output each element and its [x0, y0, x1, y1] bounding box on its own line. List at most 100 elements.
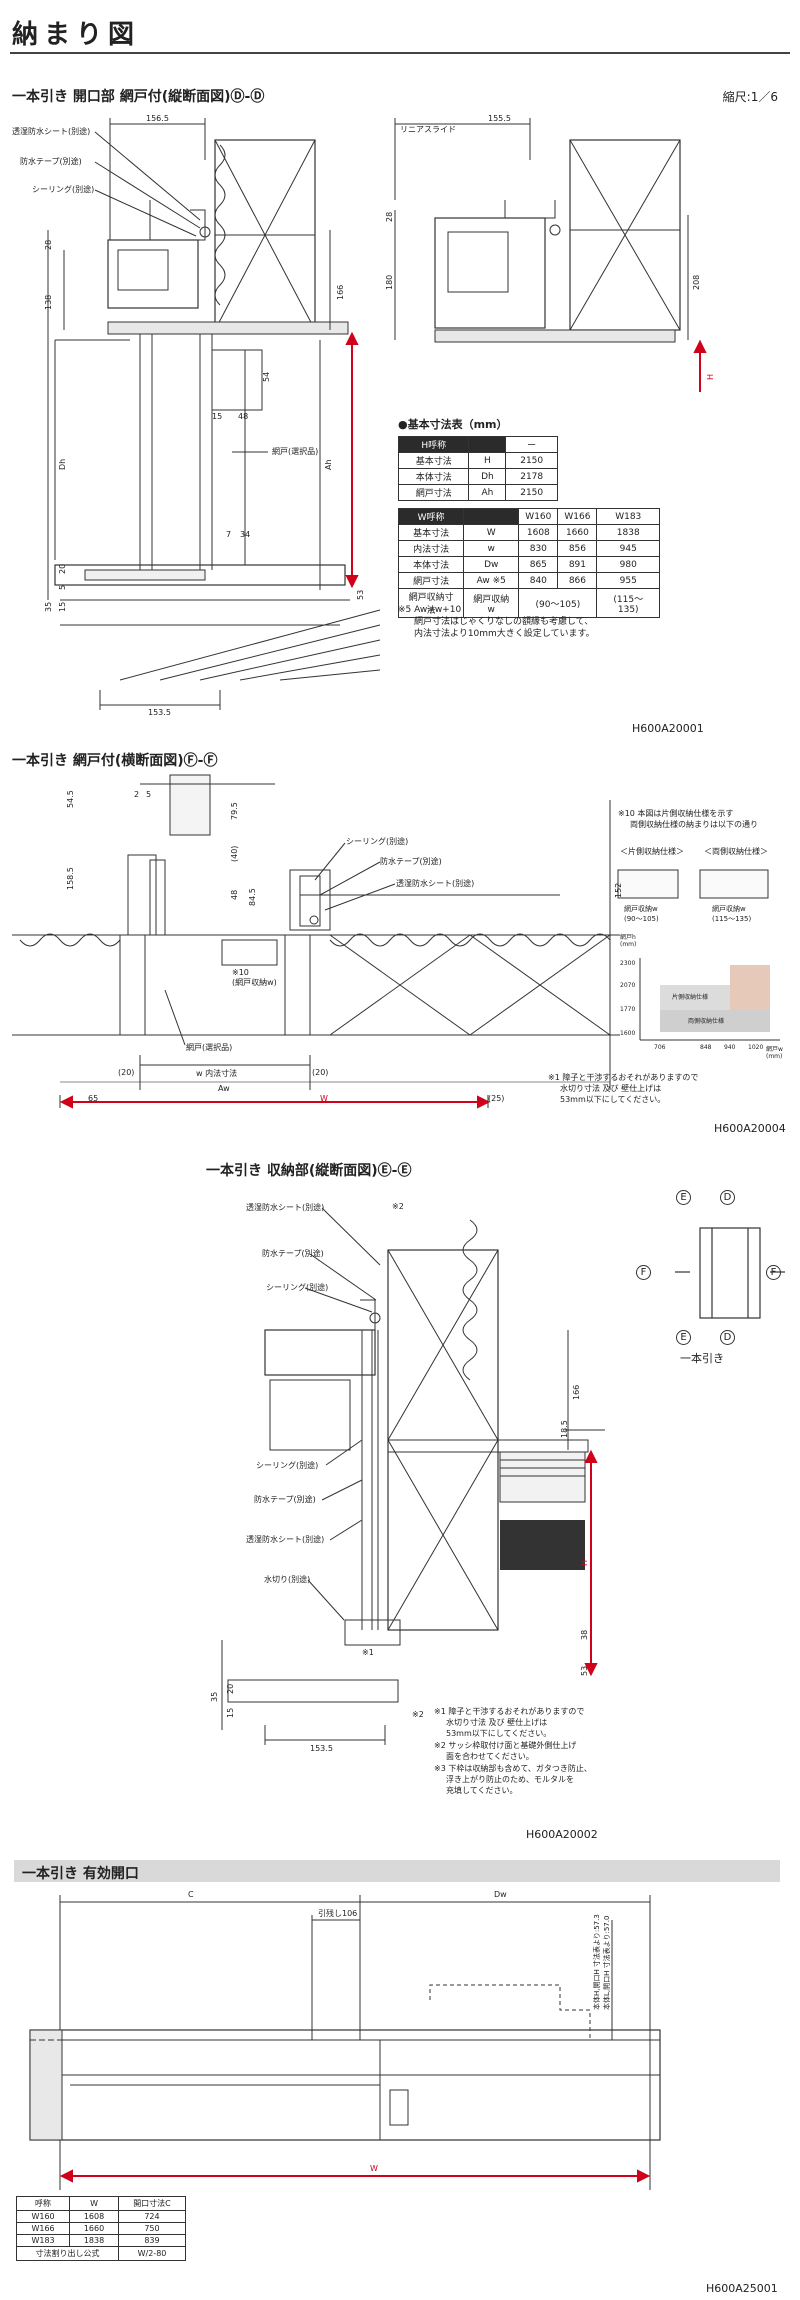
graph-region-both: 両側収納仕様 — [688, 1018, 725, 1025]
dark-fill-block — [500, 1520, 585, 1570]
s3-note: ※2 サッシ枠取付け面と基礎外側仕上げ — [434, 1741, 577, 1750]
label-sealing: シーリング(別途) — [32, 185, 95, 194]
drawing-code-2: H600A20004 — [714, 1122, 786, 1135]
section4-title: 一本引き 有効開口 — [22, 1866, 139, 1882]
s2-dim-w: W — [320, 1094, 328, 1103]
s2-one-side-dim: 網戸収納w (90〜105) — [624, 905, 659, 923]
s3-mark-1: ※1 — [362, 1648, 374, 1657]
s2-dim-65: 65 — [88, 1094, 99, 1103]
w-table-header: W呼称 — [397, 508, 465, 525]
s2-dim-25: (25) — [488, 1094, 505, 1103]
drawing-code-4: H600A25001 — [706, 2282, 778, 2295]
s3-mark-2b: ※2 — [412, 1710, 424, 1719]
s2-label-waterproof-tape: 防水テープ(別途) — [380, 857, 442, 866]
s2-label-screen: 網戸(選択品) — [186, 1043, 233, 1052]
section2-drawing — [12, 774, 780, 1109]
s4-dim-c: C — [188, 1890, 194, 1899]
s2-note-bottom-3: 53mm以下にしてください。 — [560, 1095, 666, 1104]
s2-one-side-label: ＜片側収納仕様＞ — [620, 847, 684, 856]
s3-note: 充填してください。 — [446, 1786, 518, 1795]
section3-title: 一本引き 収納部(縦断面図)Ⓔ-Ⓔ — [206, 1163, 412, 1179]
page-title: 納まり図 — [12, 20, 141, 50]
graph-xtick: 1020 — [748, 1044, 764, 1051]
scale-label: 縮尺:1／6 — [722, 90, 778, 104]
s2-note-right-2: 両側収納仕様の納まりは以下の通り — [630, 820, 758, 829]
s3-dim-153-5: 153.5 — [310, 1744, 333, 1753]
section2-title: 一本引き 網戸付(横断面図)Ⓕ-Ⓕ — [12, 753, 218, 769]
dim-34: 34 — [240, 530, 251, 539]
key-d-top: D — [720, 1190, 735, 1205]
s2-label-waterproof-sheet: 透湿防水シート(別途) — [396, 879, 475, 888]
s2-dim-5: 5 — [146, 790, 152, 799]
dim-153-5: 153.5 — [148, 708, 171, 717]
dimension-table-title: ●基本寸法表（mm） — [398, 418, 508, 431]
s2-note-bottom-2: 水切り寸法 及び 壁仕上げは — [560, 1084, 662, 1093]
s3-label-waterproof-tape2: 防水テープ(別途) — [254, 1495, 316, 1504]
opening-table-header: 呼称 — [15, 2196, 71, 2211]
key-d-bottom: D — [720, 1330, 735, 1345]
title-divider — [10, 52, 790, 54]
h-table-header: H呼称 — [397, 436, 470, 453]
s4-dim-dw: Dw — [494, 1890, 507, 1899]
s3-note: 53mm以下にしてください。 — [446, 1729, 552, 1738]
key-caption: 一本引き — [680, 1352, 724, 1365]
section1-drawing — [47, 118, 707, 710]
region-upper-fill — [730, 965, 770, 1010]
label-linear-slide: リニアスライド — [400, 125, 456, 134]
region-single-fill — [660, 985, 730, 1010]
s3-note: 水切り寸法 及び 壁仕上げは — [446, 1718, 548, 1727]
section4-band — [14, 1860, 780, 1882]
s3-label-sealing2: シーリング(別途) — [256, 1461, 319, 1470]
table-row: 網戸収納寸法網戸収納w(90〜105)(115〜135) — [397, 588, 660, 618]
note-5-line3: 内法寸法より10mm大きく設定しています。 — [414, 629, 595, 639]
s2-dim-20a: (20) — [118, 1068, 135, 1077]
graph-xlabel: 網戸w (mm) — [766, 1046, 783, 1060]
dim-15: 15 — [212, 412, 223, 421]
section3-drawing — [221, 1207, 785, 1745]
s2-dim-aw: Aw — [218, 1084, 230, 1093]
dim-155-5: 155.5 — [488, 114, 511, 123]
s4-dim-pull: 引残し106 — [318, 1909, 358, 1918]
dim-48: 48 — [238, 412, 249, 421]
s2-note-right-1: ※10 本図は片側収納仕様を示す — [618, 809, 734, 818]
s3-label-sealing: シーリング(別途) — [266, 1283, 329, 1292]
note-5-line1: ※5 Aw=w+10 — [398, 605, 462, 615]
s2-dim-20b: (20) — [312, 1068, 329, 1077]
label-screen: 網戸(選択品) — [272, 447, 319, 456]
s3-note: ※1 障子と干渉するおそれがありますので — [434, 1707, 585, 1716]
graph-xtick: 706 — [654, 1044, 666, 1051]
drawing-code-1: H600A20001 — [632, 722, 704, 735]
s4-dim-handle2: 本体L,開口H 寸法表より:57.0 — [603, 1915, 611, 2010]
s2-label-inner: w 内法寸法 — [196, 1069, 238, 1078]
s3-note: 面を合わせてください。 — [446, 1752, 534, 1761]
s4-dim-handle1: 本体H,開口H 寸法表より:57.3 — [593, 1914, 601, 2010]
region-both-fill — [660, 1010, 770, 1032]
graph-ytick: 2300 — [620, 960, 636, 967]
graph-ytick: 1770 — [620, 1006, 636, 1013]
dim-7: 7 — [226, 530, 232, 539]
s3-label-waterproof-tape: 防水テープ(別途) — [262, 1249, 324, 1258]
key-f-left: F — [636, 1265, 651, 1280]
drawing-code-3: H600A20002 — [526, 1828, 598, 1841]
s2-both-side-label: ＜両側収納仕様＞ — [704, 847, 768, 856]
note-5-line2: 網戸寸法はじゃくりなしの額縁も考慮して、 — [414, 617, 594, 627]
s3-label-waterproof-sheet: 透湿防水シート(別途) — [246, 1203, 325, 1212]
key-e-bottom: E — [676, 1330, 691, 1345]
label-waterproof-sheet: 透湿防水シート(別途) — [12, 127, 91, 136]
label-waterproof-tape: 防水テープ(別途) — [20, 157, 82, 166]
graph-region-single: 片側収納仕様 — [672, 994, 709, 1001]
key-e-top: E — [676, 1190, 691, 1205]
graph-xtick: 848 — [700, 1044, 712, 1051]
s3-mark-2: ※2 — [392, 1202, 404, 1211]
s2-both-side-dim: 網戸収納w (115〜135) — [712, 905, 752, 923]
key-f-right: F — [766, 1265, 781, 1280]
